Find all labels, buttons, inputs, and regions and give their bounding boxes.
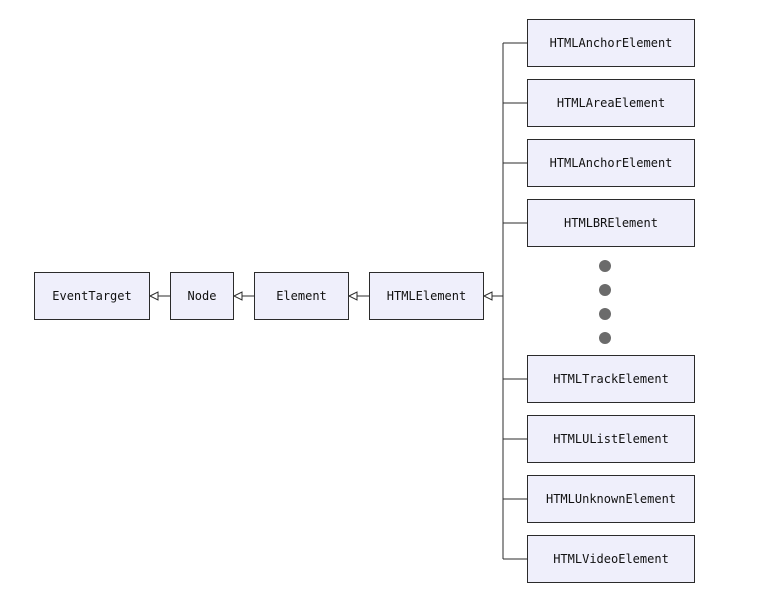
ellipsis-dot bbox=[599, 308, 611, 320]
class-label: EventTarget bbox=[52, 289, 132, 303]
class-box-node: Node bbox=[170, 272, 234, 320]
class-label: HTMLAnchorElement bbox=[549, 156, 673, 170]
class-label: Element bbox=[276, 289, 327, 303]
class-label: HTMLAreaElement bbox=[556, 96, 666, 110]
class-box-htmlunknownelement: HTMLUnknownElement bbox=[527, 475, 695, 523]
arrowhead-eventtarget bbox=[148, 291, 159, 301]
arrowhead-element bbox=[347, 291, 358, 301]
class-label: HTMLUListElement bbox=[553, 432, 669, 446]
class-box-htmlulistelement: HTMLUListElement bbox=[527, 415, 695, 463]
class-box-htmlareaelement: HTMLAreaElement bbox=[527, 79, 695, 127]
class-label: Node bbox=[187, 289, 217, 303]
class-box-htmlbrelement: HTMLBRElement bbox=[527, 199, 695, 247]
class-box-htmlelement: HTMLElement bbox=[369, 272, 484, 320]
arrowhead-htmlelement bbox=[482, 291, 493, 301]
arrowhead-node bbox=[232, 291, 243, 301]
class-box-htmlanchorelement: HTMLAnchorElement bbox=[527, 19, 695, 67]
class-box-eventtarget: EventTarget bbox=[34, 272, 150, 320]
class-box-element: Element bbox=[254, 272, 349, 320]
class-label: HTMLElement bbox=[386, 289, 467, 303]
class-box-htmlvideoelement: HTMLVideoElement bbox=[527, 535, 695, 583]
class-label: HTMLUnknownElement bbox=[545, 492, 677, 506]
class-box-htmlanchorelement: HTMLAnchorElement bbox=[527, 139, 695, 187]
class-label: HTMLBRElement bbox=[564, 216, 658, 230]
class-label: HTMLAnchorElement bbox=[549, 36, 673, 50]
ellipsis-dot bbox=[599, 332, 611, 344]
class-label: HTMLVideoElement bbox=[553, 552, 669, 566]
class-label: HTMLTrackElement bbox=[553, 372, 669, 386]
class-box-htmltrackelement: HTMLTrackElement bbox=[527, 355, 695, 403]
ellipsis-dot bbox=[599, 260, 611, 272]
ellipsis-dot bbox=[599, 284, 611, 296]
